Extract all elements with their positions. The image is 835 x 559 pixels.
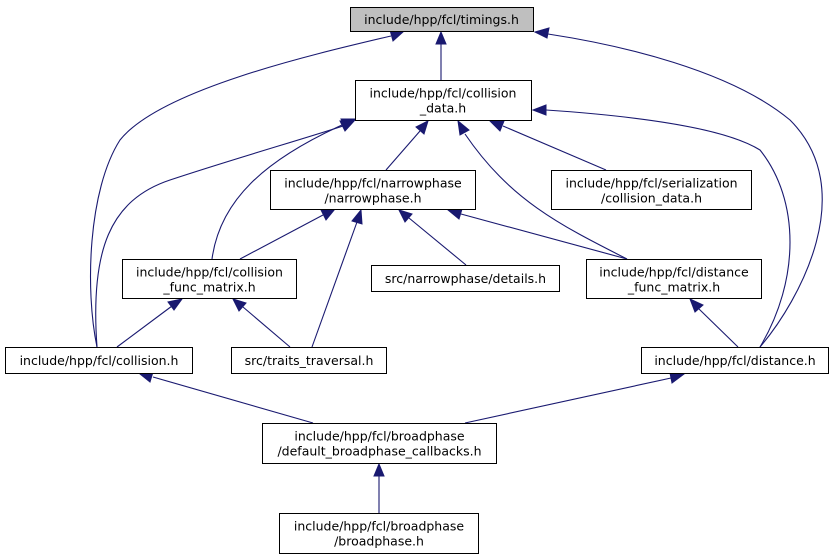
edge-collision-func-matrix-to-collision-data [211,124,343,260]
edge-distance-to-distance-func-matrix [698,308,739,348]
edge-arrowhead [488,120,505,132]
node-details[interactable]: src/narrowphase/details.h [371,265,560,292]
edge-distance-func-matrix-to-narrowphase [460,213,628,260]
edge-arrowhead [351,208,363,225]
edge-default-callbacks-to-distance [464,377,672,424]
node-narrowphase[interactable]: include/hpp/fcl/narrowphase/narrowphase.… [270,170,476,210]
node-label-line: src/narrowphase/details.h [385,271,546,286]
node-timings[interactable]: include/hpp/fcl/timings.h [350,7,534,32]
node-label-line: _func_matrix.h [162,280,255,295]
node-label-line: _data.h [419,101,466,116]
node-traits-traversal[interactable]: src/traits_traversal.h [231,347,387,374]
node-label-line: /collision_data.h [601,191,702,206]
node-label-line: include/hpp/fcl/serialization [565,176,737,191]
node-label-line: /narrowphase.h [324,191,421,206]
node-distance-func-matrix[interactable]: include/hpp/fcl/distance_func_matrix.h [586,259,762,299]
node-distance[interactable]: include/hpp/fcl/distance.h [641,347,829,374]
node-collision[interactable]: include/hpp/fcl/collision.h [5,347,193,374]
node-broadphase[interactable]: include/hpp/fcl/broadphase/broadphase.h [279,513,479,554]
node-label-line: include/hpp/fcl/collision [370,86,517,101]
edge-traits-traversal-to-collision-func-matrix [242,306,291,348]
edge-collision-to-timings [89,35,392,348]
edge-collision-to-collision-func-matrix [116,305,173,348]
edge-arrowhead [167,298,184,311]
edge-arrowhead [320,208,337,221]
edge-traits-traversal-to-narrowphase [311,221,358,348]
edge-default-callbacks-to-collision [152,376,314,424]
node-label-line: include/hpp/fcl/collision.h [20,353,179,368]
edge-arrowhead [669,372,686,384]
edge-distance-func-matrix-to-collision-data [464,133,628,260]
edge-collision-to-collision-data [95,125,344,348]
edge-arrowhead [531,104,547,116]
edge-narrowphase-to-collision-data [385,130,421,171]
node-label-line: include/hpp/fcl/timings.h [364,12,519,27]
node-label-line: include/hpp/fcl/collision [136,265,283,280]
edge-arrowhead [415,120,429,135]
edge-collision-func-matrix-to-narrowphase [239,214,324,260]
edge-arrowhead [373,462,385,477]
node-collision-func-matrix[interactable]: include/hpp/fcl/collision_func_matrix.h [122,259,297,299]
node-label-line: include/hpp/fcl/broadphase [294,519,465,534]
edge-distance-to-collision-data [545,109,791,348]
edge-arrowhead [689,298,704,313]
edge-serialization-to-collision-data [502,125,607,171]
edge-arrowhead [339,119,357,132]
edge-arrowhead [435,30,447,45]
node-label-line: src/traits_traversal.h [245,353,374,368]
node-label-line: _func_matrix.h [627,280,720,295]
node-collision-data[interactable]: include/hpp/fcl/collision_data.h [355,80,532,121]
edge-arrowhead [457,119,470,136]
dependency-edges [89,27,823,513]
node-label-line: include/hpp/fcl/narrowphase [284,176,462,191]
edge-details-to-narrowphase [408,217,467,266]
node-default-broadphase-callbacks[interactable]: include/hpp/fcl/broadphase/default_broad… [262,423,497,464]
node-label-line: include/hpp/fcl/broadphase [294,429,465,444]
edge-arrowhead [232,298,247,312]
node-serialization[interactable]: include/hpp/fcl/serialization/collision_… [551,170,752,210]
edge-arrowhead [446,208,463,220]
file-nodes: include/hpp/fcl/timings.h include/hpp/fc… [5,7,829,554]
node-label-line: include/hpp/fcl/distance.h [654,353,815,368]
node-label-line: /default_broadphase_callbacks.h [277,444,481,459]
edge-arrowhead [398,209,413,223]
node-label-line: /broadphase.h [334,534,424,549]
edge-arrowhead [533,27,550,39]
node-label-line: include/hpp/fcl/distance [599,265,749,280]
edge-distance-to-timings [547,33,823,348]
